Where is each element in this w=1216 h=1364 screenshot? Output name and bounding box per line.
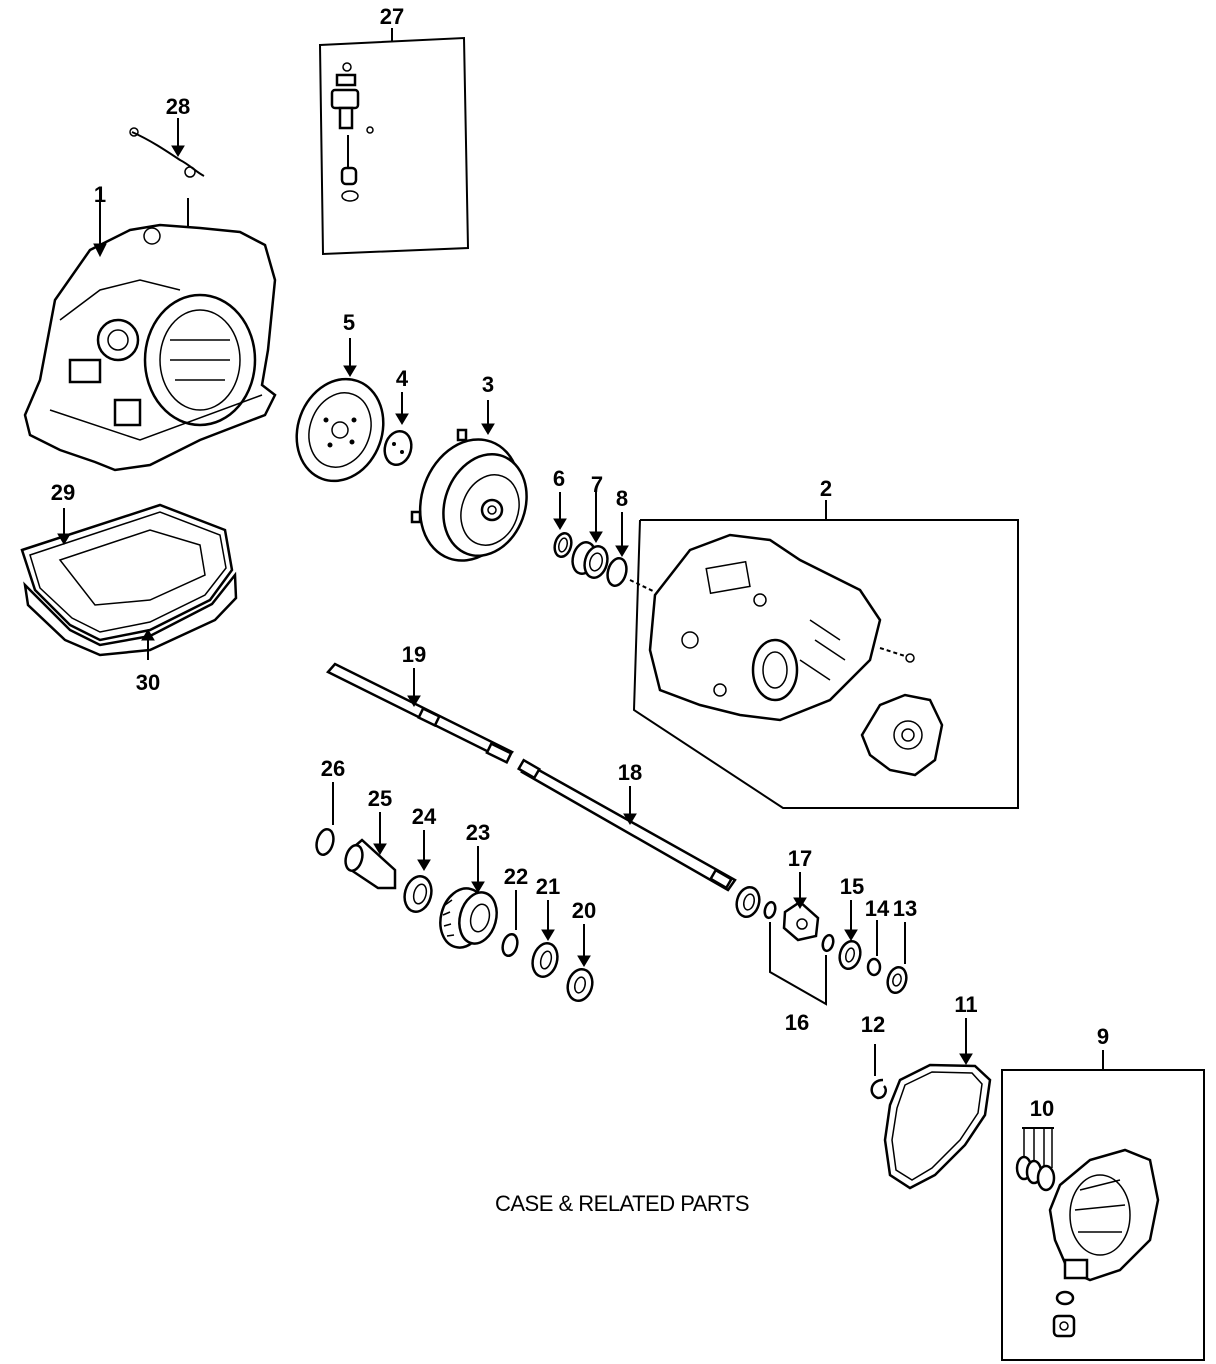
part-26-snap-ring (315, 782, 335, 856)
callout-29: 29 (51, 480, 75, 505)
part-5-drive-plate (295, 338, 385, 483)
callout-9: 9 (1097, 1024, 1109, 1049)
callout-12: 12 (861, 1012, 885, 1037)
callout-20: 20 (572, 898, 596, 923)
callout-30: 30 (136, 670, 160, 695)
part-7-bushing (571, 492, 609, 579)
part-11-gasket (883, 1018, 992, 1190)
callout-1: 1 (94, 182, 106, 207)
callout-7: 7 (591, 472, 603, 497)
part-16-o-rings (763, 900, 835, 1006)
part-15-seal (838, 900, 862, 971)
part-8-o-ring (606, 512, 629, 587)
diagram-caption: CASE & RELATED PARTS (495, 1191, 749, 1216)
callout-11: 11 (954, 992, 977, 1017)
callout-22: 22 (504, 864, 528, 889)
part-19-shaft (325, 662, 515, 764)
callout-5: 5 (343, 310, 355, 335)
part-9-detail-box (1001, 1050, 1205, 1361)
callout-10: 10 (1030, 1096, 1054, 1121)
part-4-adapter-plate (383, 392, 413, 467)
part-18-shaft (516, 758, 737, 892)
callout-27: 27 (380, 4, 404, 29)
part-3-torque-converter (410, 400, 528, 562)
callout-15: 15 (840, 874, 864, 899)
callout-8: 8 (616, 486, 628, 511)
callout-18: 18 (618, 760, 642, 785)
callout-16: 16 (785, 1010, 809, 1035)
part-25-sleeve (344, 812, 397, 890)
part-20-seal (566, 924, 594, 1003)
part-23-gear (439, 846, 498, 949)
callout-24: 24 (412, 804, 437, 829)
part-13-washer (886, 922, 908, 995)
part-10-rings (1015, 1127, 1056, 1192)
callout-4: 4 (396, 366, 409, 391)
part-12-snap-ring (870, 1044, 887, 1100)
callout-19: 19 (402, 642, 426, 667)
part-24-bearing (403, 830, 433, 913)
part-29-30-oil-pan (20, 503, 238, 660)
callout-23: 23 (466, 820, 490, 845)
part-17-valve (782, 872, 820, 942)
part-6-seal (553, 492, 573, 559)
callout-21: 21 (536, 874, 560, 899)
callout-3: 3 (482, 372, 494, 397)
part-27-detail-box (318, 28, 470, 256)
part-21-bearing (531, 900, 559, 978)
part-14-plug (866, 920, 882, 977)
part-22-snap-ring (501, 890, 519, 958)
callout-13: 13 (893, 896, 917, 921)
callout-28: 28 (166, 94, 190, 119)
callout-17: 17 (788, 846, 812, 871)
part-28-wire-harness (129, 118, 205, 230)
part-1-transaxle-case (23, 192, 277, 472)
part-bearing-unlabeled (735, 885, 761, 919)
callout-6: 6 (553, 466, 565, 491)
callout-14: 14 (865, 896, 890, 921)
callout-25: 25 (368, 786, 392, 811)
callout-2: 2 (820, 476, 832, 501)
part-2-detail-box (629, 500, 1019, 809)
callout-26: 26 (321, 756, 345, 781)
